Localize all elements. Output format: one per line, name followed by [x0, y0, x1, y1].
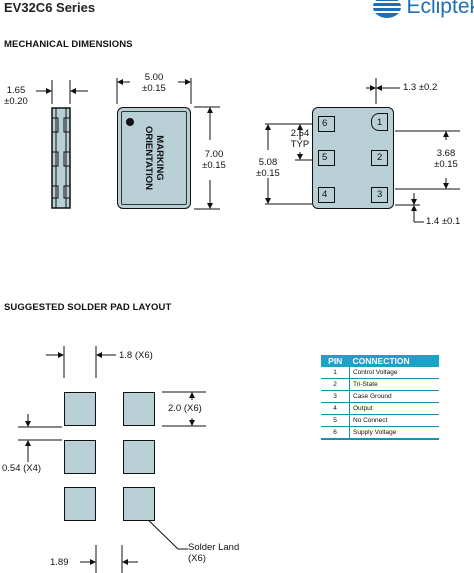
solder-land-callout: Solder Land (X6)	[188, 542, 240, 564]
pin-label-4: 4	[322, 189, 328, 200]
pin-connection: No Connect	[349, 414, 439, 427]
series-title: EV32C6 Series	[4, 0, 96, 15]
pin-pad-5	[318, 150, 335, 166]
marking-orientation-text: MARKING ORIENTATION	[143, 125, 165, 191]
pad-height-dim: 1.4 ±0.1	[426, 216, 461, 227]
logo-text: Ecliptek	[406, 0, 474, 18]
pin-number: 5	[321, 414, 350, 427]
pin-connection: Control Voltage	[349, 367, 439, 379]
pin-label-6: 6	[322, 118, 328, 129]
brand-logo: Ecliptek	[372, 0, 474, 20]
pin-pad-2	[371, 150, 388, 166]
pin1-marker-dot	[126, 118, 134, 126]
pad-span-dim: 5.08 ±0.15	[256, 157, 280, 179]
pin-label-2: 2	[377, 152, 383, 163]
pin-label-5: 5	[322, 152, 328, 163]
pin-column-header: PIN	[321, 355, 350, 367]
pin-pad-6	[318, 116, 335, 132]
globe-icon	[372, 0, 403, 18]
solder-land	[64, 392, 96, 426]
solder-land	[123, 487, 155, 521]
pin-connection: Case Ground	[349, 390, 439, 403]
spacing-dim: 1.89	[50, 557, 69, 568]
pin-number: 6	[321, 426, 350, 440]
pin-number: 4	[321, 402, 350, 415]
solder-pad-layout-title: SUGGESTED SOLDER PAD LAYOUT	[4, 302, 172, 313]
pin-label-1: 1	[377, 117, 383, 128]
pin-connection: Supply Voltage	[349, 426, 439, 440]
solder-land	[64, 487, 96, 521]
gap-dim: 0.54 (X4)	[2, 463, 42, 474]
pin-connection: Tri-State	[349, 378, 439, 391]
pin-number: 1	[321, 367, 350, 379]
connection-column-header: CONNECTION	[349, 355, 439, 367]
land-width-dim: 1.8 (X6)	[119, 350, 153, 361]
pin-label-3: 3	[377, 189, 383, 200]
pin-number: 2	[321, 378, 350, 391]
land-height-dim: 2.0 (X6)	[168, 403, 202, 414]
pad-length-dim: 3.68 ±0.15	[434, 148, 458, 170]
top-height-dim: 7.00 ±0.15	[202, 149, 226, 171]
pad-width-dim: 1.3 ±0.2	[403, 82, 438, 93]
pin-pad-4	[318, 187, 335, 203]
thickness-dim: 1.65 ±0.20	[4, 85, 28, 107]
pitch-dim: 2.54 TYP	[290, 128, 310, 150]
pin-pad-3	[371, 187, 388, 203]
pin-pad-1	[371, 113, 388, 131]
mechanical-dimensions-title: MECHANICAL DIMENSIONS	[4, 39, 133, 50]
solder-land	[123, 392, 155, 426]
solder-land	[123, 440, 155, 474]
top-width-dim: 5.00 ±0.15	[142, 72, 166, 94]
pin-number: 3	[321, 390, 350, 403]
solder-land	[64, 440, 96, 474]
pin-connection: Output	[349, 402, 439, 415]
